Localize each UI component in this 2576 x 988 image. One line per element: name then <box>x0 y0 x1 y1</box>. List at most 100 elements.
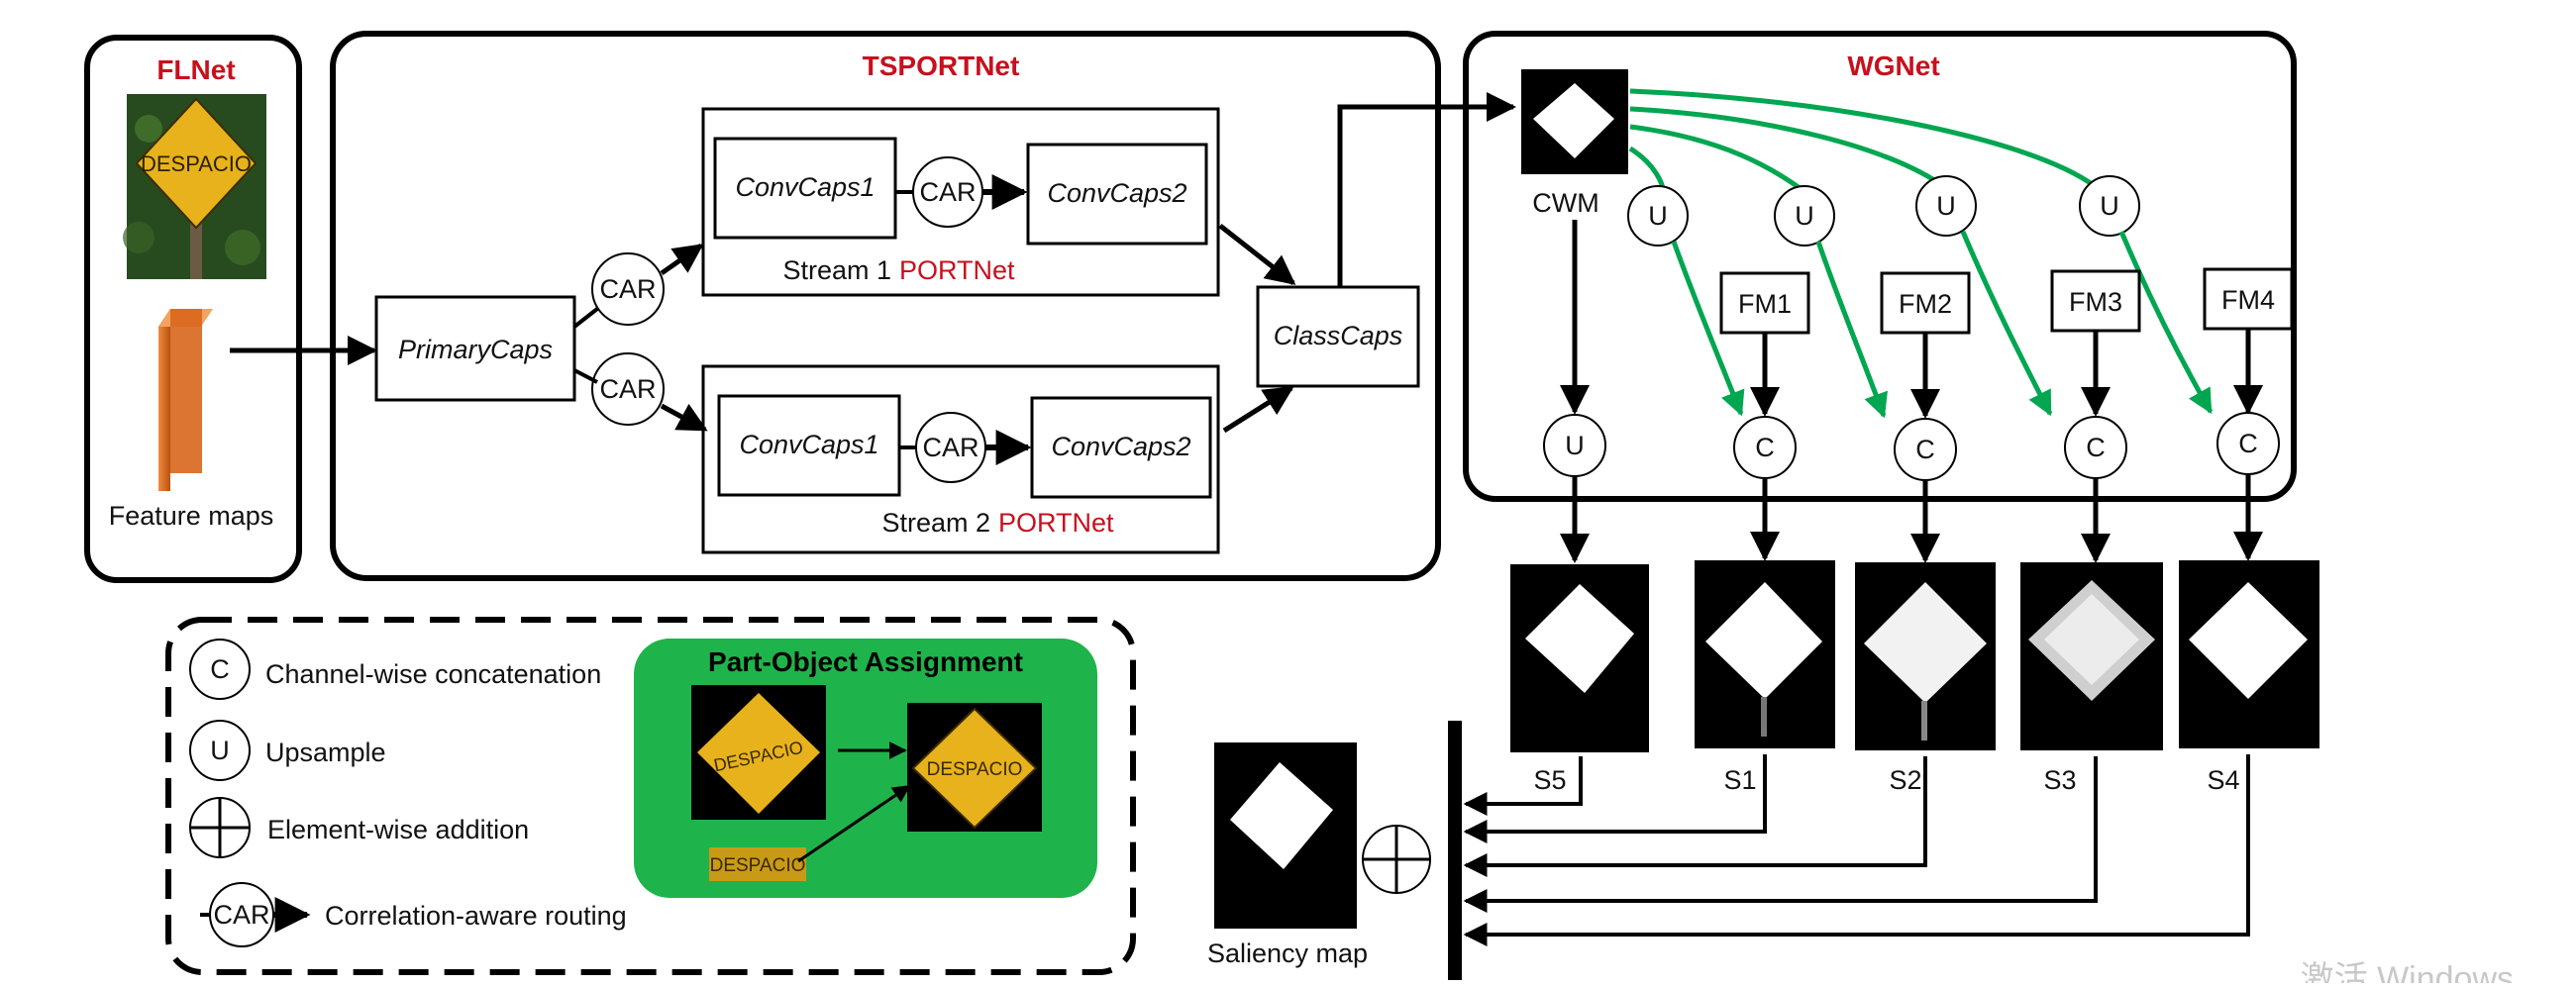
fm4-label: FM4 <box>2221 285 2275 315</box>
legend-frame <box>165 617 1136 975</box>
wg-up-node-2 <box>1774 185 1835 247</box>
output-map-s4 <box>2179 560 2319 748</box>
output-map-s1 <box>1695 560 1835 748</box>
output-label-s4: S4 <box>2207 765 2239 795</box>
concat-label-1: C <box>1755 433 1775 462</box>
stream2-caption: Stream 2 <box>881 508 990 538</box>
primarycaps-label: PrimaryCaps <box>398 335 553 364</box>
arrow-stream1-to-classcaps <box>1218 224 1296 285</box>
cwm-label: CWM <box>1532 188 1598 218</box>
stream2-convcaps2-label: ConvCaps2 <box>1051 432 1190 461</box>
fm3-box <box>2050 269 2141 333</box>
input-sign-text: DESPACIO <box>141 151 252 176</box>
stream2-convcaps2-box <box>1030 396 1212 499</box>
stream1-caption-red: PORTNet <box>899 255 1015 285</box>
part-object-panel: Part-Object Assignment DESPACIO DESPACIO… <box>634 639 1097 898</box>
stream1-car-label: CAR <box>919 177 976 207</box>
feature-maps-label: Feature maps <box>109 501 274 531</box>
fm1-box <box>1719 271 1810 335</box>
legend-c-symbol: C <box>210 654 230 684</box>
legend-plus-text: Element-wise addition <box>267 815 529 844</box>
wg-up-node-3 <box>1915 175 1977 237</box>
wg-up-label-2: U <box>1795 201 1814 231</box>
part-object-right-image: DESPACIO <box>907 703 1042 832</box>
cwm-image <box>1521 69 1628 174</box>
fusion-bar <box>1448 721 1462 980</box>
windows-watermark: 激活 Windows <box>2301 960 2514 983</box>
stream2-car-label: CAR <box>922 433 979 462</box>
legend-plus-icon <box>189 797 251 858</box>
wg-up-node-1 <box>1627 185 1689 247</box>
concat-label-2: C <box>1915 435 1935 464</box>
tsportnet-module: TSPORTNet PrimaryCaps CAR CAR ConvCaps1 … <box>330 31 1441 581</box>
fm1-label: FM1 <box>1738 289 1792 319</box>
fm2-label: FM2 <box>1899 289 1952 319</box>
wg-up-label-3: U <box>1936 191 1956 221</box>
primarycaps-box <box>374 295 576 402</box>
legend-c-text: Channel-wise concatenation <box>265 659 601 689</box>
legend-upsample-icon <box>189 720 251 781</box>
feature-maps-icon <box>158 309 213 491</box>
concat-node-4 <box>2216 412 2280 475</box>
input-image: DESPACIO <box>123 94 266 279</box>
stream2-convcaps1-box <box>717 394 901 497</box>
output-map-s2 <box>1855 562 1996 750</box>
classcaps-box <box>1256 285 1420 388</box>
wg-up-node-4 <box>2079 175 2140 237</box>
stream1-block: ConvCaps1 CAR ConvCaps2 Stream 1 PORTNet <box>701 107 1220 297</box>
wgnet-frame <box>1463 31 2297 502</box>
fm3-label: FM3 <box>2069 287 2122 317</box>
part-object-left-image: DESPACIO <box>691 685 826 820</box>
flnet-module: FLNet DESPACIO Feature maps <box>84 35 302 583</box>
part-object-text-patch: DESPACIO <box>709 847 806 881</box>
arrow-classcaps-to-cwm <box>1337 92 1516 287</box>
stream1-convcaps1-label: ConvCaps1 <box>735 172 875 202</box>
part-object-sign-text: DESPACIO <box>927 759 1023 780</box>
output-map-s3 <box>2020 562 2163 750</box>
car-bottom-label: CAR <box>599 374 656 404</box>
car-node-bottom <box>591 352 665 426</box>
wg-up-label-1: U <box>1648 201 1668 231</box>
wg-up-label-4: U <box>2100 191 2119 221</box>
cwm-up-label: U <box>1565 431 1585 460</box>
concat-node-3 <box>2064 416 2127 479</box>
legend-concat-icon <box>189 639 251 700</box>
legend-u-text: Upsample <box>265 738 386 767</box>
concat-node-2 <box>1894 418 1957 481</box>
stream1-convcaps2-label: ConvCaps2 <box>1047 178 1186 208</box>
flnet-title: FLNet <box>156 54 235 85</box>
fusion-addition-icon <box>1362 825 1431 894</box>
cwm-up-node <box>1543 414 1606 477</box>
concat-label-3: C <box>2086 433 2106 462</box>
legend-car-icon <box>200 882 311 947</box>
wgnet-title: WGNet <box>1847 50 1939 81</box>
stream2-convcaps1-label: ConvCaps1 <box>739 430 878 459</box>
output-label-s1: S1 <box>1723 765 1756 795</box>
stream2-block: ConvCaps1 CAR ConvCaps2 Stream 2 PORTNet <box>701 364 1220 554</box>
output-label-s5: S5 <box>1533 765 1566 795</box>
arrow-car-to-stream1 <box>660 243 704 276</box>
stream1-convcaps1-box <box>713 137 897 240</box>
output-map-s5 <box>1510 564 1649 752</box>
wgnet-module: WGNet CWM U U U U FM1 FM2 FM3 FM4 <box>1463 31 2297 502</box>
tsportnet-title: TSPORTNet <box>863 50 1020 81</box>
output-label-s2: S2 <box>1889 765 1921 795</box>
legend-car-text: Correlation-aware routing <box>325 901 627 931</box>
flnet-frame <box>84 35 302 583</box>
output-label-s3: S3 <box>2043 765 2076 795</box>
car-node-top <box>591 252 665 326</box>
classcaps-label: ClassCaps <box>1274 321 1403 350</box>
concat-node-1 <box>1733 416 1797 479</box>
tsportnet-frame <box>330 31 1441 581</box>
concat-label-4: C <box>2238 429 2258 458</box>
part-object-title: Part-Object Assignment <box>708 646 1023 677</box>
legend-u-symbol: U <box>210 736 230 765</box>
saliency-map-image <box>1214 742 1357 929</box>
legend: C Channel-wise concatenation U Upsample … <box>165 617 1136 975</box>
arrow-car-to-stream2 <box>660 403 708 433</box>
saliency-map-label: Saliency map <box>1207 939 1368 968</box>
stream1-convcaps2-box <box>1026 143 1208 246</box>
stream1-caption: Stream 1 <box>782 255 891 285</box>
